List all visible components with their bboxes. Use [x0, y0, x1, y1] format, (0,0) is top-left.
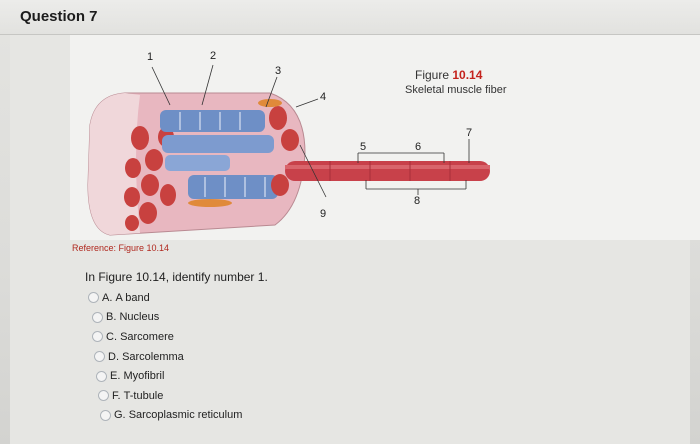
figure-number-8: 8: [414, 195, 421, 207]
figure-number-2: 2: [210, 50, 217, 62]
muscle-fiber-illustration: [87, 64, 490, 236]
figure-number-3: 3: [275, 65, 282, 77]
figure-number-9: 9: [320, 208, 327, 220]
radio-button[interactable]: [96, 370, 107, 382]
radio-button[interactable]: [92, 311, 103, 323]
figure-number-1: 1: [147, 51, 154, 63]
option-c[interactable]: C. Sarcomere: [92, 327, 234, 347]
option-b[interactable]: B. Nucleus: [92, 308, 234, 328]
radio-button[interactable]: [100, 409, 111, 421]
question-body: Figure 10.14 Skeletal muscle fiber 1 2 3…: [10, 35, 700, 444]
question-title: Question 7: [20, 8, 98, 25]
question-prompt: In Figure 10.14, identify number 1.: [85, 270, 268, 284]
figure-subtitle: Skeletal muscle fiber: [405, 84, 507, 96]
answer-options: A. A band B. Nucleus C. Sarcomere D. Sar…: [85, 288, 242, 425]
radio-button[interactable]: [98, 390, 109, 402]
question-header: Question 7: [0, 0, 700, 35]
figure-number-7: 7: [466, 127, 473, 139]
radio-button[interactable]: [94, 351, 105, 363]
option-f[interactable]: F. T-tubule: [98, 386, 240, 406]
option-d[interactable]: D. Sarcolemma: [94, 347, 236, 367]
figure-image: Figure 10.14 Skeletal muscle fiber 1 2 3…: [70, 35, 700, 240]
option-e[interactable]: E. Myofibril: [96, 366, 238, 386]
option-a[interactable]: A. A band: [88, 288, 230, 308]
radio-button[interactable]: [92, 331, 103, 343]
figure-title: Figure 10.14: [415, 68, 483, 82]
figure-number-4: 4: [320, 91, 327, 103]
figure-reference: Reference: Figure 10.14: [72, 243, 170, 253]
option-g[interactable]: G. Sarcoplasmic reticulum: [100, 406, 242, 426]
figure-number-6: 6: [415, 141, 422, 153]
radio-button[interactable]: [88, 292, 99, 304]
figure-number-5: 5: [360, 141, 367, 153]
